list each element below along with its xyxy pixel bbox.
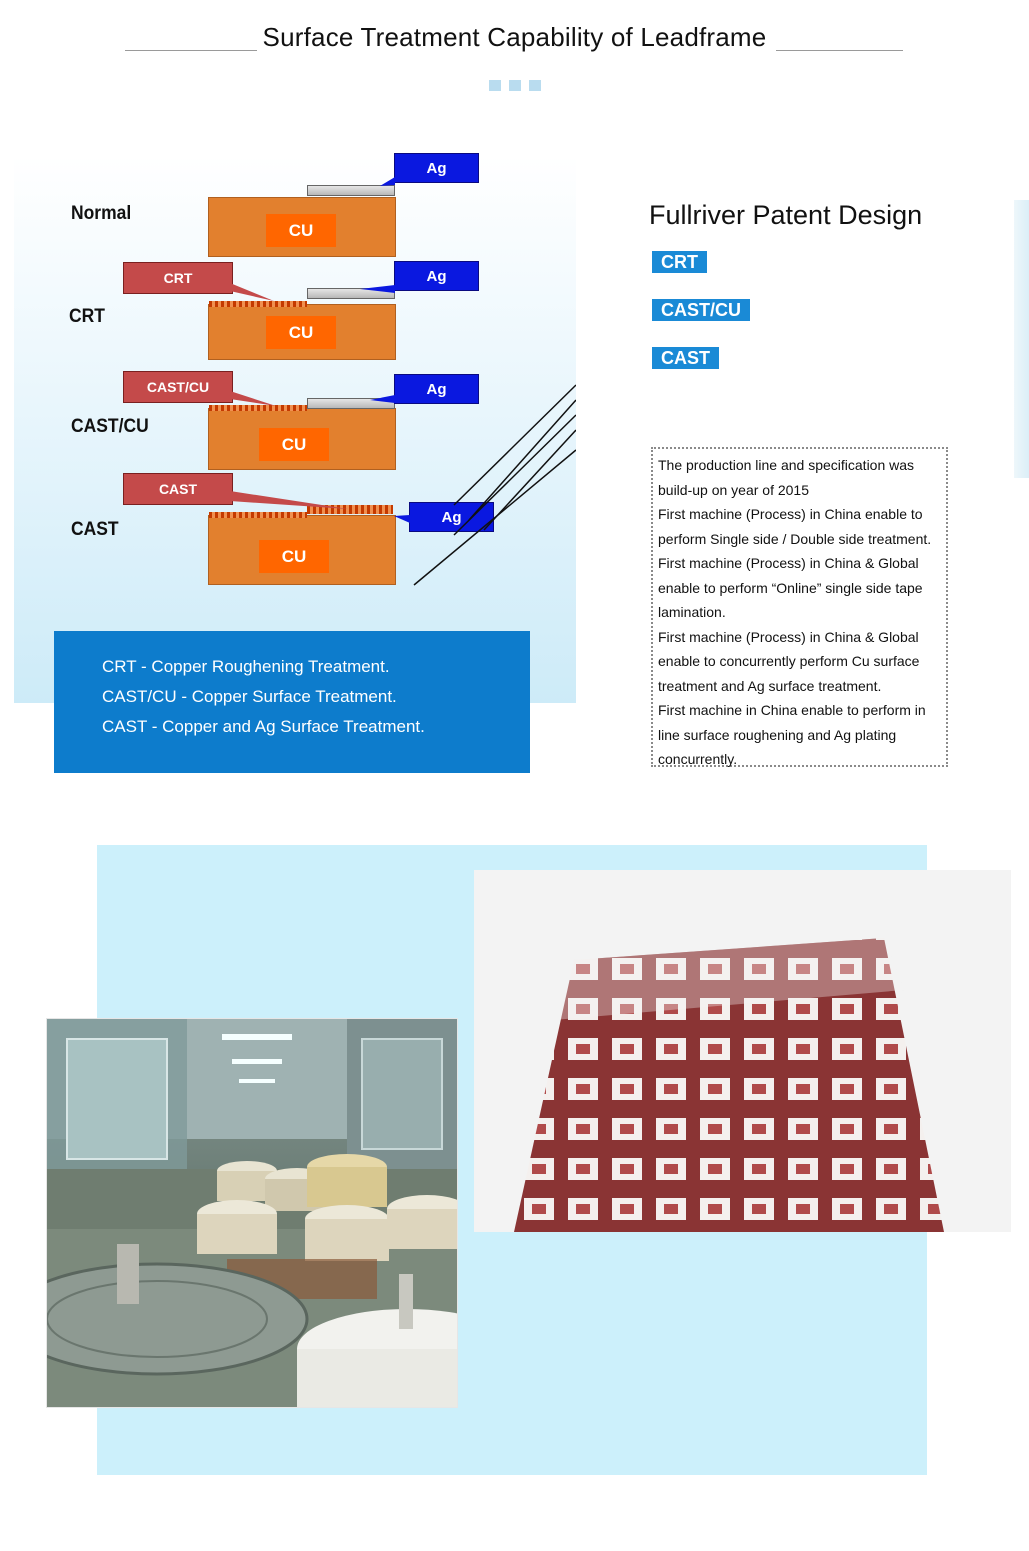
ag-tag: Ag [394, 153, 479, 183]
row-label-cast: CAST [71, 519, 119, 540]
description-line: enable to concurrently perform Cu surfac… [658, 653, 920, 669]
description-line: treatment and Ag surface treatment. [658, 677, 882, 694]
treatment-legend: CRT - Copper Roughening Treatment. CAST/… [54, 631, 530, 773]
description-line: lamination. [658, 604, 726, 620]
surface-treatment-diagram: Normal CU Ag CRT CU Ag CRT CAST/CU CU Ag… [14, 153, 576, 703]
description-line: perform Single side / Double side treatm… [658, 530, 932, 547]
badge-cast: CAST [652, 347, 719, 369]
legend-line: CAST - Copper and Ag Surface Treatment. [102, 717, 425, 736]
crt-tag: CRT [123, 262, 233, 294]
row-label-normal: Normal [71, 203, 132, 224]
badge-cast-cu: CAST/CU [652, 299, 750, 321]
legend-line: CAST/CU - Copper Surface Treatment. [102, 687, 397, 706]
cast-tag: CAST [123, 473, 233, 505]
page-title: Surface Treatment Capability of Leadfram… [262, 22, 767, 52]
patent-title: Fullriver Patent Design [649, 200, 923, 230]
leadframe-illustration [474, 870, 1011, 1232]
roughened-surface [209, 405, 307, 411]
description-line: First machine (Process) in China enable … [658, 506, 923, 522]
ag-plating-strip [307, 288, 395, 299]
roughened-ag-strip [307, 505, 393, 514]
copper-block [208, 515, 396, 585]
title-rule-left [125, 50, 257, 51]
ag-tag: Ag [394, 261, 479, 291]
edge-strip [1014, 200, 1029, 478]
description-line: First machine (Process) in China & Globa… [658, 555, 919, 571]
cu-label: CU [266, 316, 336, 349]
row-label-crt: CRT [69, 306, 105, 327]
legend-line: CRT - Copper Roughening Treatment. [102, 657, 390, 676]
production-line-photo [46, 1018, 458, 1408]
description-line: The production line and specification wa… [658, 457, 915, 473]
description-line: First machine (Process) in China & Globa… [658, 628, 919, 645]
ag-tag: Ag [409, 502, 494, 532]
cu-label: CU [259, 540, 329, 573]
cast-cu-tag: CAST/CU [123, 371, 233, 403]
description-line: enable to perform “Online” single side t… [658, 579, 923, 596]
roughened-surface [209, 301, 307, 307]
patent-description: The production line and specification wa… [651, 447, 948, 767]
description-line: line surface roughening and Ag plating [658, 726, 897, 743]
roughened-surface [209, 512, 307, 518]
description-line: First machine in China enable to perform… [658, 702, 926, 718]
diagram-pointer-lines [230, 177, 576, 586]
ag-tag: Ag [394, 374, 479, 404]
cu-label: CU [259, 428, 329, 461]
cu-label: CU [266, 214, 336, 247]
description-line: build-up on year of 2015 [658, 481, 809, 498]
factory-illustration [47, 1019, 457, 1407]
row-label-cast-cu: CAST/CU [71, 416, 149, 437]
description-line: concurrently. [658, 751, 738, 767]
title-rule-right [776, 50, 903, 51]
ag-plating-strip [307, 185, 395, 196]
title-dots [489, 80, 541, 91]
leadframe-strip-photo [474, 870, 1011, 1232]
badge-crt: CRT [652, 251, 707, 273]
